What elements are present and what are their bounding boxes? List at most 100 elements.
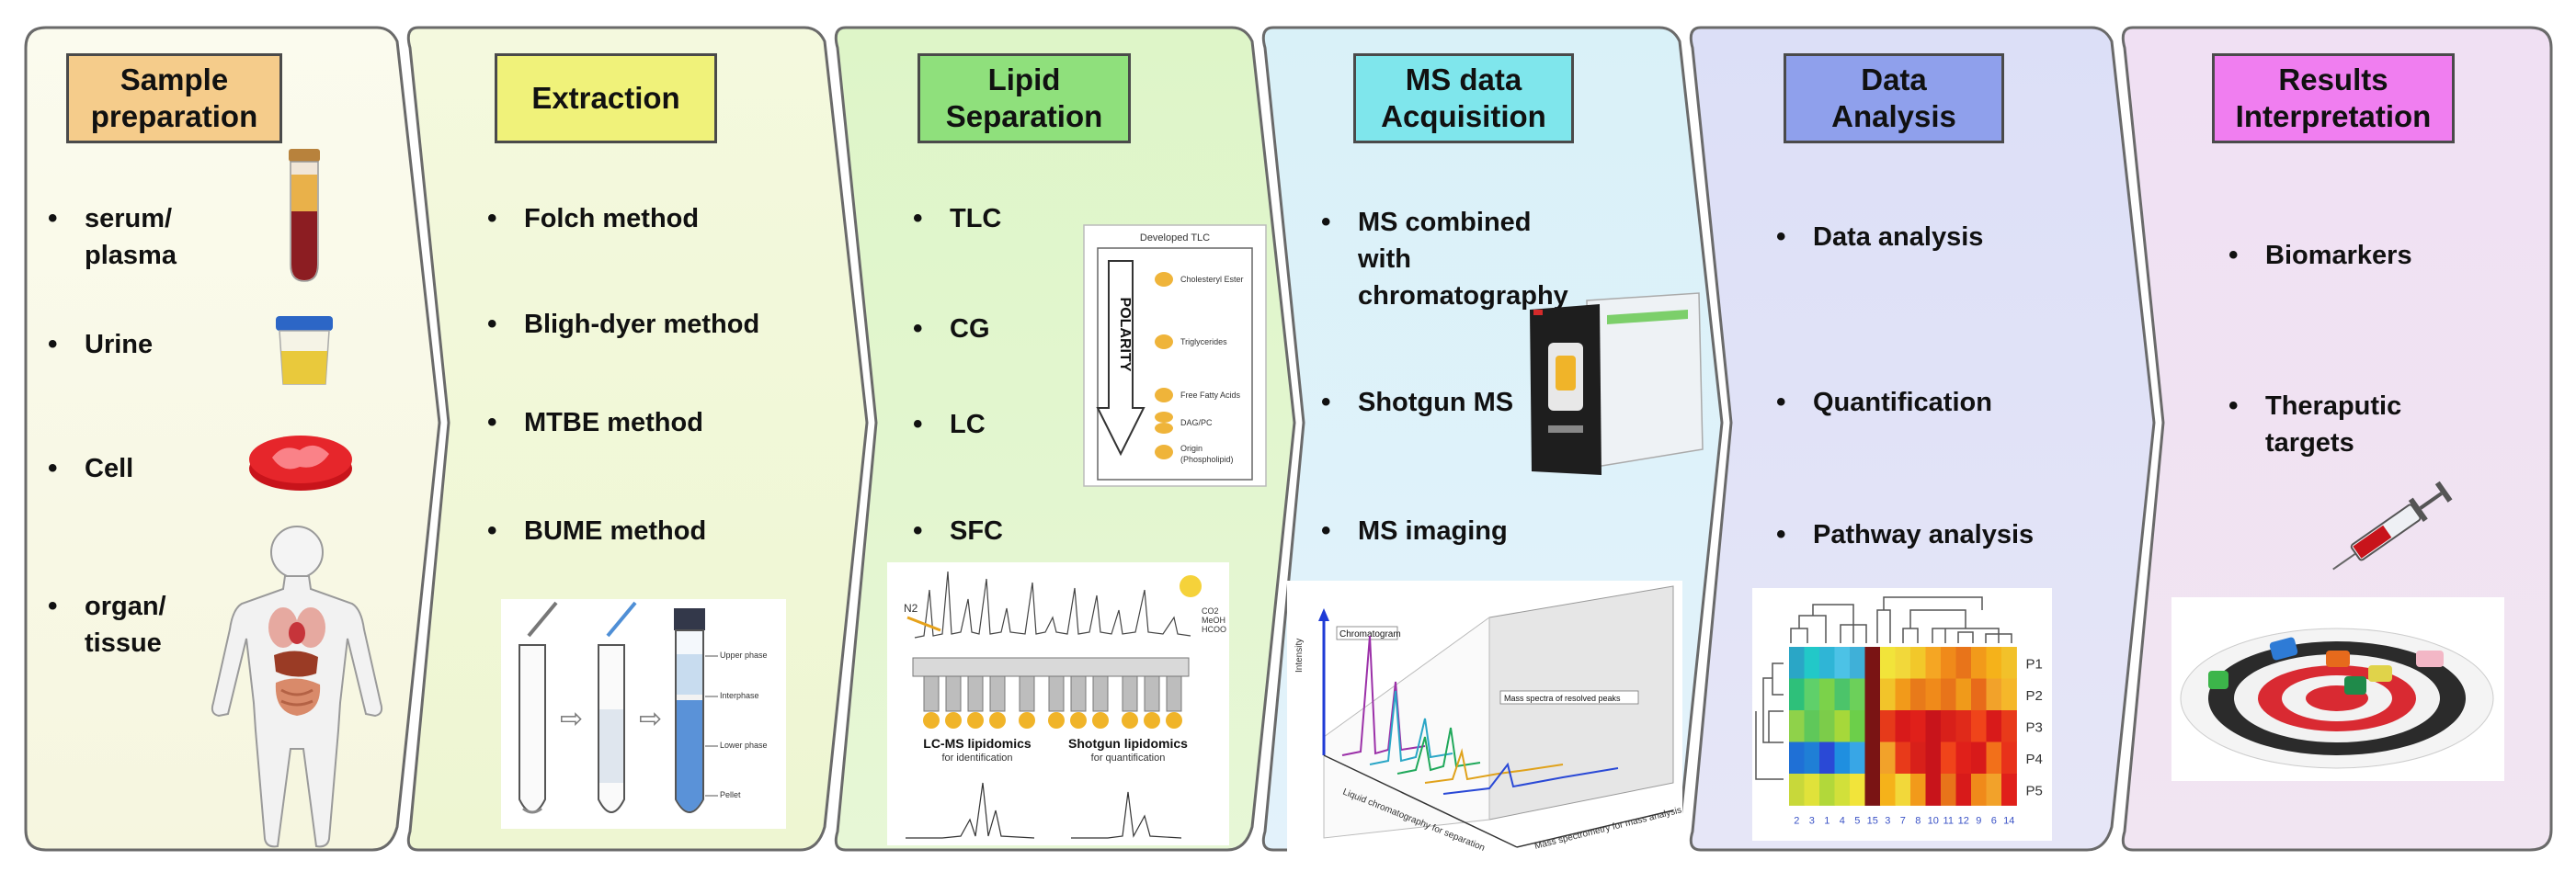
tube-label: Pellet <box>720 790 741 799</box>
stage-6-title-line1: Results <box>2278 62 2388 96</box>
heatmap-cell <box>1850 647 1865 679</box>
heatmap-cell <box>1804 741 1820 775</box>
stage-6-item: Biomarkers <box>2228 237 2412 274</box>
heatmap-col-label: 15 <box>1867 816 1878 827</box>
heatmap-cell <box>1910 678 1926 711</box>
stage-6-title-line2: Interpretation <box>2235 99 2432 133</box>
heatmap-cell <box>1880 710 1896 742</box>
heatmap-cell <box>1910 741 1926 775</box>
heatmap-cell <box>1789 678 1805 711</box>
heatmap-cell <box>1880 678 1896 711</box>
heatmap-cell <box>1789 647 1805 679</box>
heatmap-cell <box>1910 710 1926 742</box>
heatmap-cell <box>1955 678 1972 711</box>
heatmap-cell <box>1880 647 1896 679</box>
heatmap-cell <box>1789 741 1805 775</box>
heatmap-cell <box>1955 710 1972 742</box>
petri-dish-icon <box>249 436 352 491</box>
heatmap-cell <box>1819 741 1835 775</box>
stage-5-title-line1: Data <box>1861 62 1927 96</box>
tlc-plate-figure: Developed TLC POLARITY Cholesteryl Ester… <box>1083 224 1267 487</box>
heatmap-cell <box>1941 678 1956 711</box>
target-icon <box>2171 597 2504 781</box>
heatmap-cell <box>1864 710 1881 742</box>
stage-6-title: Results Interpretation <box>2212 53 2455 143</box>
mass-spectrometer-icon <box>1530 292 1704 475</box>
syringe-icon <box>2332 481 2453 571</box>
heatmap-cell <box>1986 710 2002 742</box>
heatmap-cell <box>2001 678 2017 711</box>
heatmap-col-label: 6 <box>1991 816 1997 827</box>
tube-label: Interphase <box>720 691 759 700</box>
heatmap-cell <box>1925 647 1942 679</box>
heatmap-cell <box>1971 678 1987 711</box>
heatmap-cell <box>1941 741 1956 775</box>
stage-5-item: Quantification <box>1776 384 1992 421</box>
heatmap-cell <box>1941 774 1956 806</box>
solvent-label: CO2 <box>1202 606 1219 616</box>
heatmap-cell <box>1925 710 1942 742</box>
stage-1-item: Urine <box>48 326 153 363</box>
heatmap-cell <box>1986 774 2002 806</box>
heatmap-cell <box>1880 741 1896 775</box>
stage-1-title: Sample preparation <box>66 53 282 143</box>
stage-4-title-line1: MS data <box>1405 62 1522 96</box>
heatmap-cell <box>1955 741 1972 775</box>
heatmap-cell <box>2001 774 2017 806</box>
heatmap-cell <box>1895 741 1911 775</box>
stage-4-title: MS data Acquisition <box>1353 53 1574 143</box>
heatmap-cell <box>1910 647 1926 679</box>
heatmap-col-label: 3 <box>1809 816 1815 827</box>
heatmap-cell <box>1834 741 1851 775</box>
stage-3-item: TLC <box>913 200 1001 237</box>
gas-label: N2 <box>904 602 918 615</box>
heatmap-cell <box>1941 710 1956 742</box>
stage-1-item: Cell <box>48 450 133 487</box>
heatmap-cell <box>2001 710 2017 742</box>
stage-3-title-line1: Lipid <box>987 62 1061 96</box>
stage-3-title: Lipid Separation <box>918 53 1131 143</box>
stage-4-item: MS imaging <box>1321 513 1508 549</box>
stage-1-title-line2: preparation <box>90 99 258 133</box>
heatmap-cell <box>1850 774 1865 806</box>
heatmap-cell <box>1850 678 1865 711</box>
heatmap-cell <box>1925 678 1942 711</box>
heatmap-cell <box>2001 741 2017 775</box>
heatmap-cell <box>1819 678 1835 711</box>
stage-6-item: Theraputic targets <box>2228 388 2401 461</box>
lcms-sublabel: for identification <box>941 753 1012 764</box>
heatmap-cell <box>1971 710 1987 742</box>
tlc-band-label: Origin <box>1180 444 1203 453</box>
chromatogram-label: Chromatogram <box>1339 629 1401 640</box>
heatmap-cell <box>1955 647 1972 679</box>
tube-label: Lower phase <box>720 741 768 750</box>
extraction-tubes-figure: ⇨ ⇨ Upper phase Interphase Lower phase P… <box>501 599 786 829</box>
heatmap-col-label: 12 <box>1958 816 1969 827</box>
human-body-icon <box>211 526 383 848</box>
stage-2-item: Folch method <box>487 200 699 237</box>
heatmap-col-label: 9 <box>1976 816 1981 827</box>
stage-5-item: Data analysis <box>1776 219 1983 255</box>
stage-1-item: organ/ tissue <box>48 588 166 662</box>
heatmap-cell <box>1819 710 1835 742</box>
heatmap-cell <box>1986 647 2002 679</box>
svg-text:⇨: ⇨ <box>639 704 662 734</box>
heatmap-cell <box>1834 774 1851 806</box>
heatmap-row-label: P5 <box>2026 783 2043 798</box>
stage-2-item: Bligh-dyer method <box>487 306 759 343</box>
stage-3-item: CG <box>913 311 990 347</box>
tlc-header: Developed TLC <box>1140 232 1210 243</box>
heatmap-cell <box>1925 741 1942 775</box>
heatmap-col-label: 11 <box>1943 816 1954 827</box>
heatmap-cell <box>1971 647 1987 679</box>
stage-3-item: SFC <box>913 513 1003 549</box>
lcms-shotgun-figure: N2 CO2 MeOH HCOO LC-MS lipidomics for id… <box>887 562 1229 845</box>
heatmap-cell <box>1850 741 1865 775</box>
tlc-band-label: Triglycerides <box>1180 337 1227 346</box>
stage-1-item: serum/ plasma <box>48 200 177 274</box>
heatmap-col-label: 10 <box>1928 816 1939 827</box>
tlc-band-label: DAG/PC <box>1180 418 1213 427</box>
stage-1-title-line1: Sample <box>120 62 229 96</box>
solvent-label: MeOH <box>1202 616 1225 625</box>
blood-tube-icon <box>289 149 320 282</box>
